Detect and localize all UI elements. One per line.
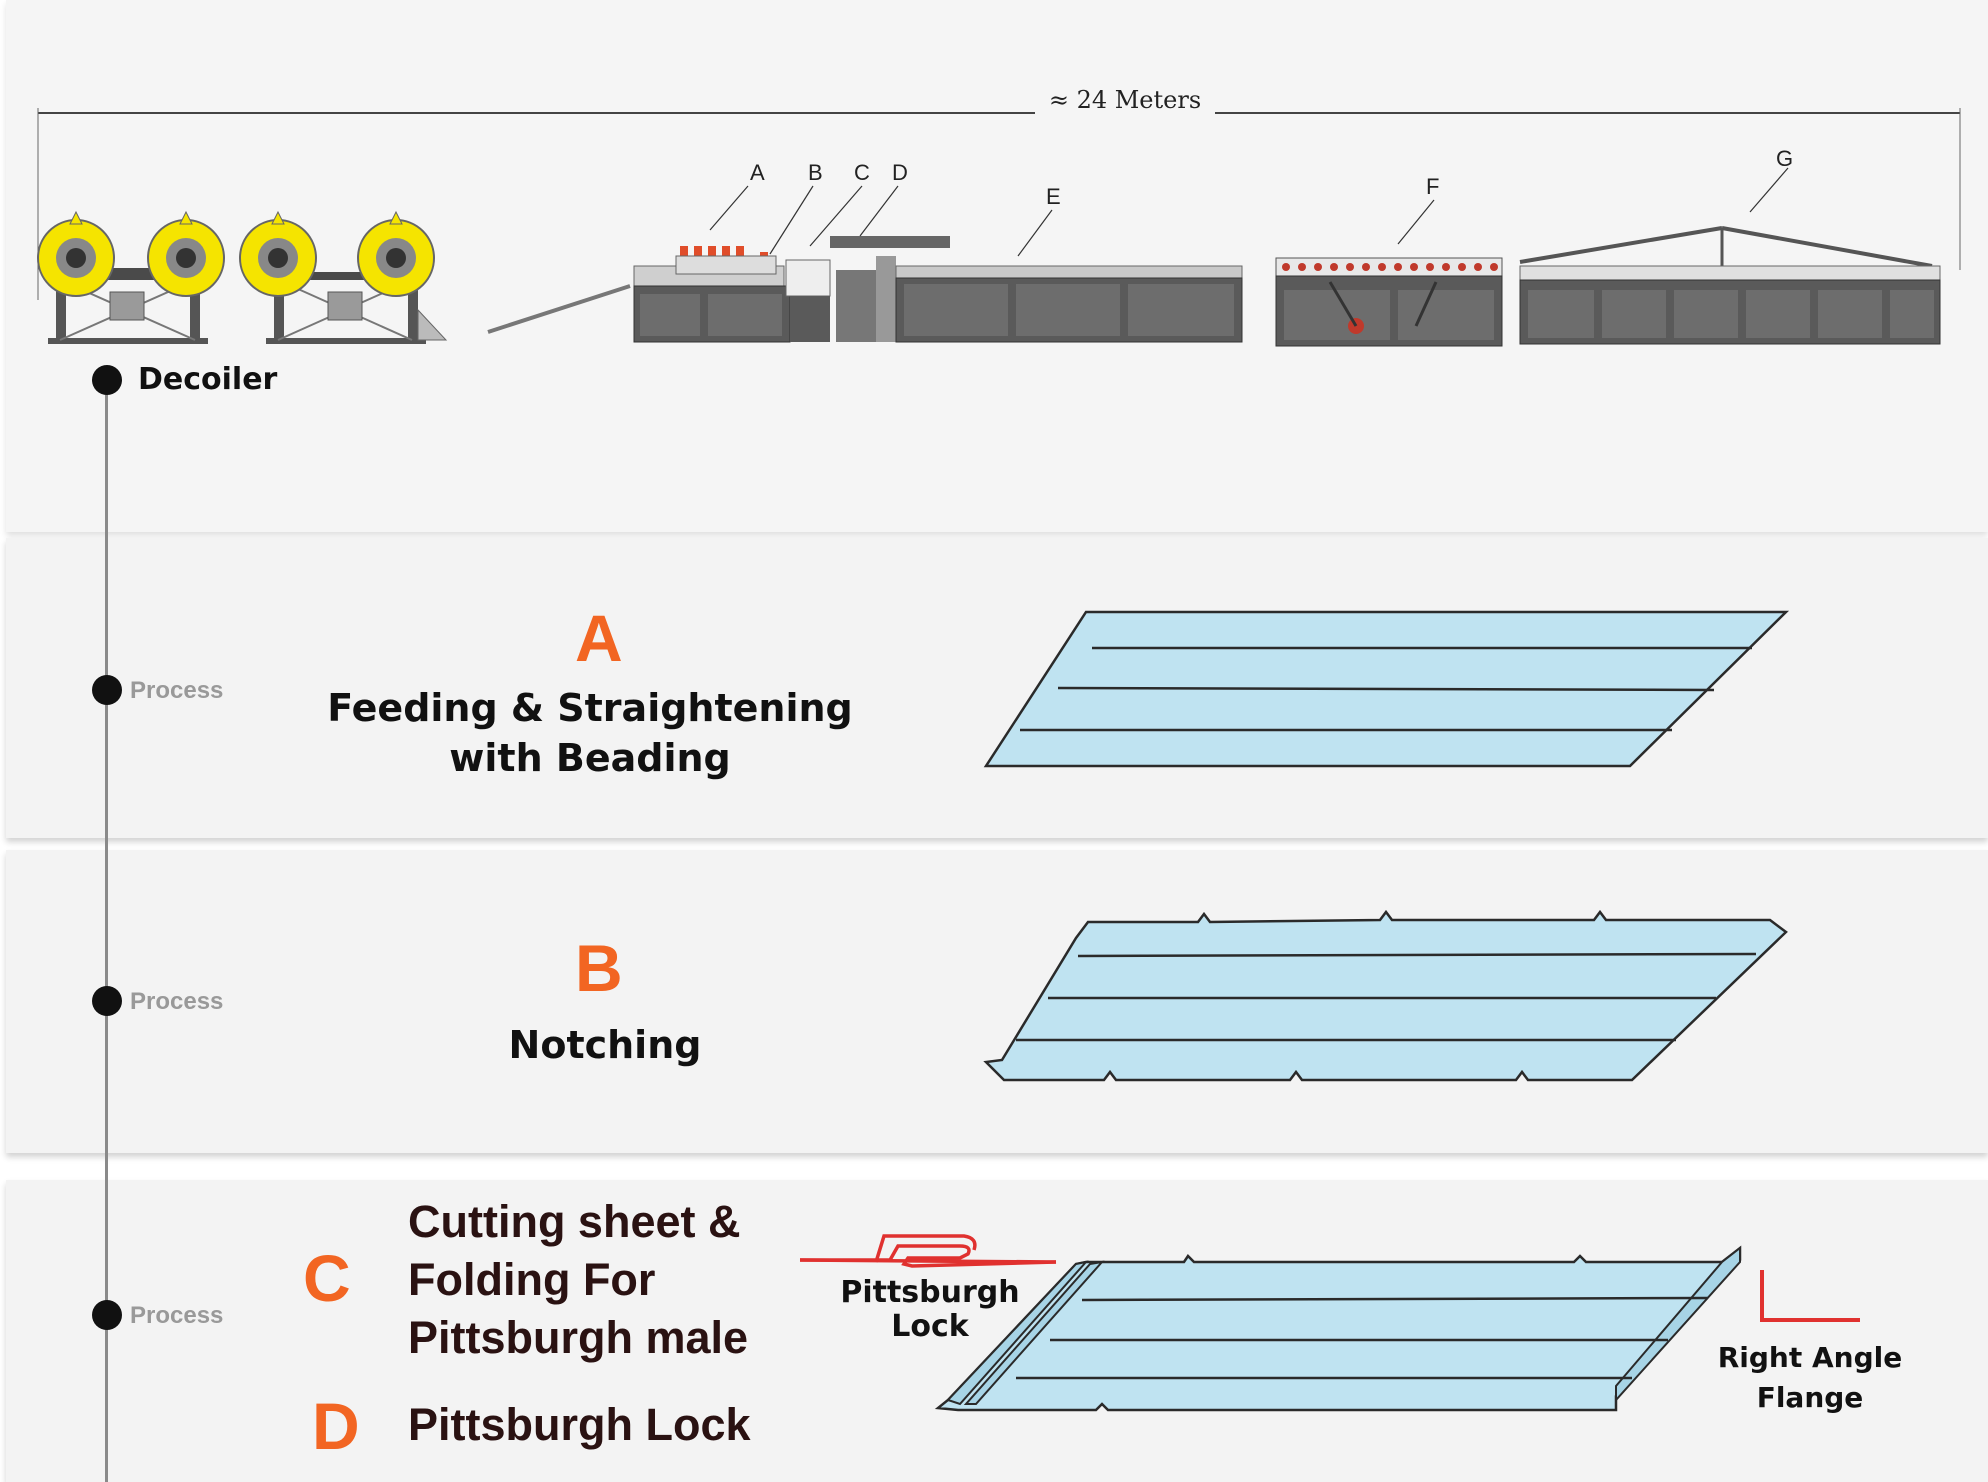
process-label-a: Process: [130, 677, 224, 704]
pittsburgh-lock-profile: [800, 1244, 1057, 1268]
forming-section-f: [1275, 257, 1503, 347]
timeline-dot-decoiler: [92, 365, 122, 395]
step-b-title: Notching: [508, 1023, 702, 1067]
runout-table-g: [1519, 226, 1941, 345]
machine-label-a: A: [750, 160, 765, 185]
sheet-notched: [983, 909, 1788, 1082]
right-angle-flange-label-line1: Right Angle: [1717, 1341, 1903, 1374]
pittsburgh-lock-label: Pittsburgh Lock: [820, 1276, 1040, 1344]
length-label: ≈ 24 Meters: [1049, 86, 1201, 114]
machine-label-g: G: [1776, 146, 1793, 171]
step-c-title: Cutting sheet & Folding For Pittsburgh m…: [408, 1193, 748, 1367]
step-a-title-line2: with Beading: [449, 736, 731, 780]
process-label-c: Process: [130, 1302, 224, 1329]
step-c-title-line2: Folding For: [408, 1254, 656, 1305]
step-letter-a: A: [575, 601, 623, 675]
decoiler-2: [239, 210, 448, 344]
decoiler-label: Decoiler: [138, 362, 278, 397]
machine-label-f: F: [1426, 174, 1439, 199]
timeline-line: [105, 380, 108, 1482]
timeline-dot-a: [92, 675, 122, 705]
machine-label-b: B: [808, 160, 823, 185]
machine-layout-diagram: ≈ 24 Meters: [37, 82, 1961, 347]
right-angle-flange-label: Right Angle Flange: [1700, 1338, 1920, 1418]
machine-label-d: D: [892, 160, 908, 185]
step-c-title-line3: Pittsburgh male: [408, 1312, 749, 1363]
right-angle-flange-label-line2: Flange: [1756, 1381, 1864, 1414]
process-label-b: Process: [130, 988, 224, 1015]
machine-label-c: C: [854, 160, 870, 185]
decoiler-1: [37, 210, 225, 344]
step-letter-c: C: [303, 1241, 351, 1315]
step-d-title: Pittsburgh Lock: [408, 1399, 751, 1450]
right-angle-flange-profile: [1760, 1270, 1860, 1322]
forming-section-e: [895, 265, 1243, 343]
timeline-dot-b: [92, 986, 122, 1016]
step-c-title-line1: Cutting sheet &: [408, 1196, 741, 1247]
pittsburgh-lock-label-line1: Pittsburgh: [840, 1275, 1020, 1310]
timeline-dot-c: [92, 1300, 122, 1330]
step-a-title: Feeding & Straightening with Beading: [300, 683, 880, 783]
step-letter-d: D: [312, 1389, 360, 1463]
step-letter-b: B: [575, 931, 623, 1005]
step-a-title-line1: Feeding & Straightening: [327, 686, 853, 730]
machine-label-e: E: [1046, 184, 1061, 209]
sheet-folded: [934, 1245, 1742, 1412]
pittsburgh-lock-label-line2: Lock: [891, 1309, 969, 1344]
forming-section-abcd: [633, 236, 950, 343]
